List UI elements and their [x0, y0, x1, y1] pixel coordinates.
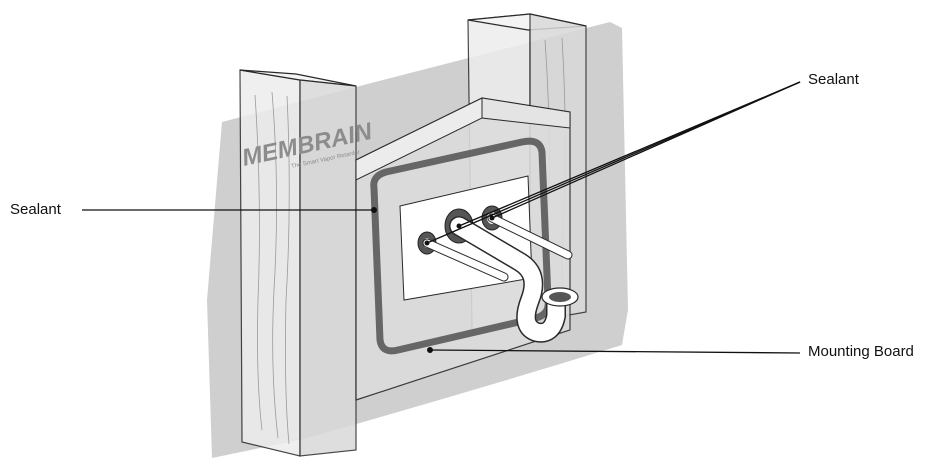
callout-lines: [82, 81, 801, 354]
mounting-board-label: Mounting Board: [808, 343, 914, 360]
sealant-label-right: Sealant: [808, 71, 859, 88]
left-wood-stud: [239, 69, 357, 457]
pipes: [422, 213, 579, 343]
sealant-label-left: Sealant: [10, 201, 61, 218]
callout-dots: [371, 207, 495, 353]
